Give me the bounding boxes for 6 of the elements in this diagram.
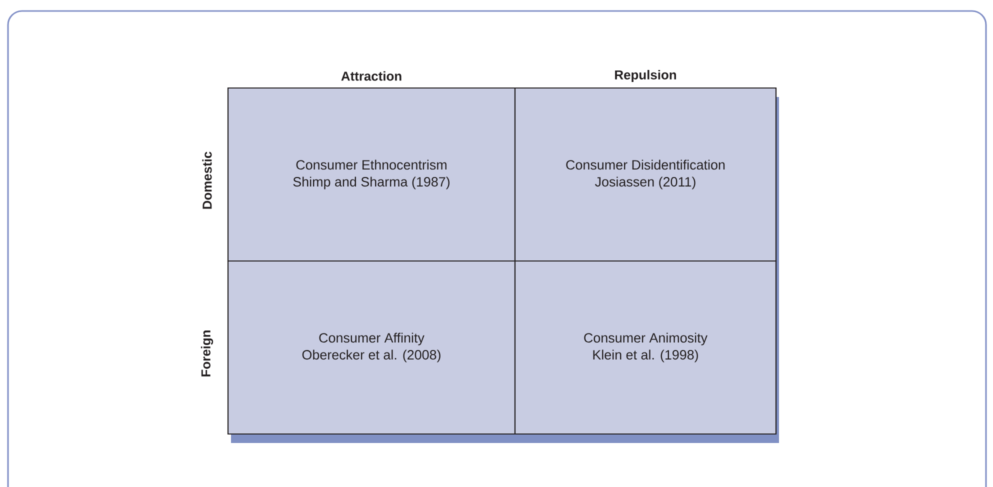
row-header: Domestic (202, 152, 212, 209)
matrix-cell: Consumer Animosity Klein et al. (1998) (514, 260, 777, 435)
matrix-cell: Consumer Affinity Oberecker et al. (2008) (227, 260, 516, 435)
matrix-cell: Consumer Disidentification Josiassen (2011) (514, 87, 777, 262)
matrix-cell: Consumer Ethnocentrism Shimp and Sharma (1987) (227, 87, 516, 262)
row-header: Foreign (200, 330, 214, 376)
